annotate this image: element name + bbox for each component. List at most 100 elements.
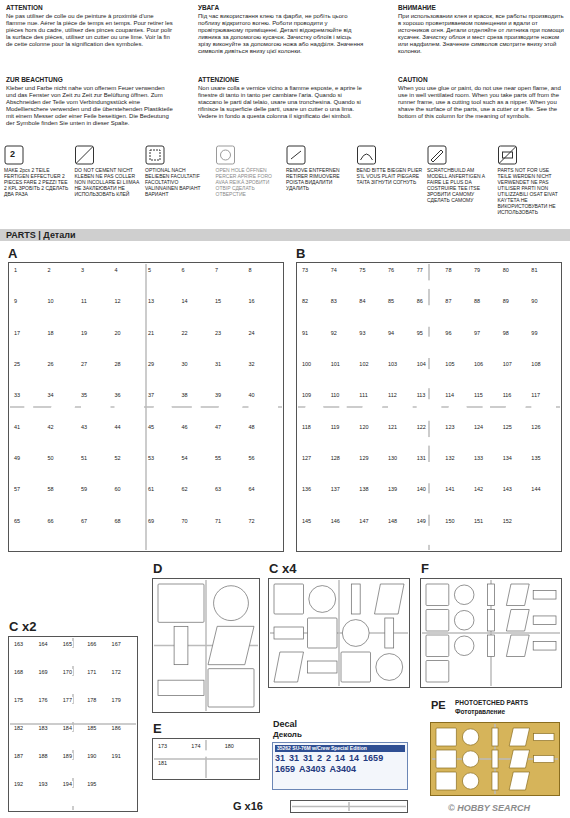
part-outline — [448, 400, 467, 419]
part-number: 14 — [181, 298, 189, 304]
part-outline — [58, 337, 67, 358]
part-outline — [359, 493, 384, 514]
part-outline — [333, 432, 352, 451]
part-number: 111 — [358, 392, 368, 398]
part-number: 85 — [387, 298, 395, 304]
part-outline — [483, 399, 490, 420]
part-outline — [40, 733, 56, 749]
part-outline — [505, 306, 524, 325]
part-number: 169 — [37, 669, 48, 675]
part-outline — [302, 468, 327, 477]
sprue-letter: PHOTOETCHED PARTS — [455, 699, 528, 708]
decal-marking: 31 — [275, 753, 285, 763]
part-outline — [474, 525, 499, 546]
part-outline — [531, 406, 556, 415]
part-outline — [14, 676, 34, 694]
part-number: 52 — [114, 455, 122, 461]
part-outline — [533, 641, 556, 650]
part-number: 175 — [13, 697, 24, 703]
part-outline — [158, 680, 204, 695]
part-outline — [506, 610, 529, 632]
symbol-bend — [361, 154, 373, 160]
sprue-letter: G x16 — [233, 800, 263, 813]
decal-content: 35262 SU-76M w/Crew Special Edition31313… — [275, 745, 405, 774]
part-outline — [112, 653, 132, 660]
part-number: 88 — [473, 298, 481, 304]
warning-heading: УВАГА — [198, 4, 366, 11]
part-outline — [331, 343, 356, 352]
symbol-remove — [291, 151, 301, 159]
part-number: 79 — [473, 267, 481, 273]
part-outline — [203, 750, 209, 756]
part-outline — [91, 274, 100, 295]
part-number: 62 — [181, 486, 189, 492]
sprue-frame: DecalДеколь35262 SU-76M w/Crew Special E… — [272, 742, 408, 790]
part-outline — [509, 772, 529, 790]
part-outline — [305, 400, 324, 419]
part-number: 195 — [86, 781, 97, 787]
part-outline — [158, 584, 204, 622]
symbol-caption: OPEN HOLE ÖFFNEN PERCER APRIRE FORO AVAA… — [216, 167, 282, 197]
part-number: 107 — [502, 361, 513, 367]
warning-heading: ATTENTION — [6, 4, 174, 11]
part-outline — [477, 275, 496, 294]
part-outline — [445, 274, 470, 295]
part-outline — [474, 500, 499, 509]
part-number: 8 — [248, 267, 253, 273]
part-number: 108 — [530, 361, 541, 367]
part-number: 4 — [114, 267, 119, 273]
part-number: 49 — [13, 455, 21, 461]
part-outline — [385, 618, 394, 648]
part-number: 182 — [13, 725, 24, 731]
part-outline — [115, 500, 145, 509]
sprue-letter: PE — [431, 699, 446, 712]
part-number: 147 — [358, 518, 369, 524]
part-number: 194 — [62, 781, 73, 787]
part-number: 41 — [13, 424, 21, 430]
part-outline — [454, 585, 474, 605]
part-outline — [331, 462, 356, 483]
part-outline — [148, 525, 178, 546]
decal-marking: 31 — [289, 753, 299, 763]
part-number: 39 — [214, 392, 222, 398]
part-outline — [115, 343, 145, 352]
decal-marking: 14 — [349, 753, 359, 763]
symbol-knife — [431, 150, 443, 162]
part-outline — [70, 788, 76, 806]
part-outline — [14, 788, 34, 806]
part-outline — [225, 337, 234, 358]
part-number: 73 — [301, 267, 309, 273]
part-outline — [540, 462, 547, 483]
part-number: 131 — [416, 455, 427, 461]
part-number: 176 — [37, 697, 48, 703]
part-outline — [492, 772, 498, 790]
part-number: 3 — [80, 267, 85, 273]
part-outline — [81, 493, 111, 514]
part-number: 135 — [530, 455, 541, 461]
part-outline — [417, 437, 442, 446]
part-outline — [112, 737, 132, 744]
part-outline — [249, 493, 279, 514]
symbol-icon — [217, 146, 235, 164]
part-number: 130 — [387, 455, 398, 461]
part-number: 40 — [248, 392, 256, 398]
part-outline — [115, 431, 145, 452]
decal-marking: А3403 — [299, 764, 326, 774]
part-outline — [235, 750, 244, 757]
part-outline — [341, 652, 371, 682]
part-number: 136 — [301, 486, 312, 492]
part-number: 189 — [62, 753, 73, 759]
part-number: 132 — [444, 455, 455, 461]
part-outline — [40, 649, 56, 665]
part-outline — [376, 654, 403, 681]
part-number: 24 — [248, 330, 256, 336]
part-outline — [368, 274, 375, 295]
part-number: 48 — [248, 424, 256, 430]
part-outline — [215, 368, 245, 389]
part-number: 140 — [416, 486, 427, 492]
part-outline — [311, 368, 318, 389]
symbol-caption: DO NOT CEMENT NICHT KLEBEN NE PAS COLLER… — [75, 167, 141, 197]
part-number: 12 — [114, 298, 122, 304]
part-number: 123 — [444, 424, 455, 430]
part-number: 142 — [473, 486, 484, 492]
